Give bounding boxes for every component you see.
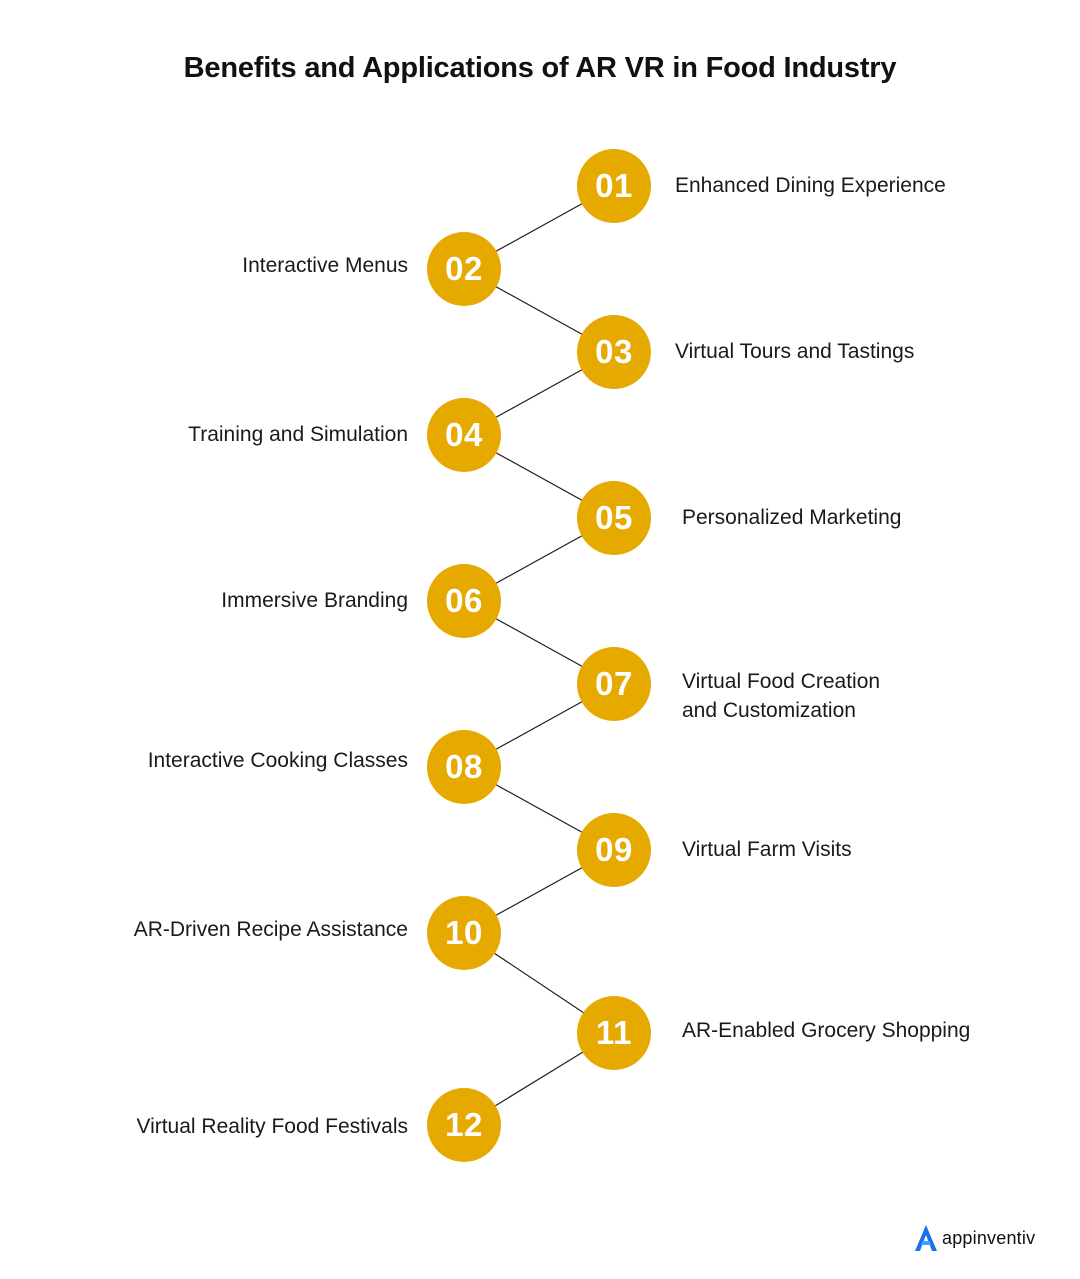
step-06-circle: 06 — [427, 564, 501, 638]
step-12-label: Virtual Reality Food Festivals — [136, 1115, 408, 1138]
step-04-circle: 04 — [427, 398, 501, 472]
step-02-circle: 02 — [427, 232, 501, 306]
step-09-label: Virtual Farm Visits — [682, 838, 852, 861]
step-02-label: Interactive Menus — [242, 254, 408, 277]
page-title: Benefits and Applications of AR VR in Fo… — [183, 52, 897, 84]
step-04-label: Training and Simulation — [188, 423, 408, 446]
brand-logo: appinventiv — [913, 1223, 1035, 1253]
step-03-label: Virtual Tours and Tastings — [675, 340, 915, 363]
step-08-circle: 08 — [427, 730, 501, 804]
brand-logo-text: appinventiv — [942, 1227, 1036, 1248]
step-09-circle: 09 — [577, 813, 651, 887]
step-07-label: Virtual Food Creation and Customization — [682, 670, 881, 722]
step-11-label: AR-Enabled Grocery Shopping — [682, 1019, 971, 1042]
step-12-circle: 12 — [427, 1088, 501, 1162]
step-10-circle: 10 — [427, 896, 501, 970]
step-06-label: Immersive Branding — [221, 589, 408, 612]
step-10-label: AR-Driven Recipe Assistance — [133, 918, 408, 941]
step-03-circle: 03 — [577, 315, 651, 389]
step-11-circle: 11 — [577, 996, 651, 1070]
step-05-circle: 05 — [577, 481, 651, 555]
step-08-label: Interactive Cooking Classes — [147, 749, 408, 772]
step-07-circle: 07 — [577, 647, 651, 721]
step-01-circle: 01 — [577, 149, 651, 223]
step-05-label: Personalized Marketing — [682, 506, 902, 529]
appinventiv-logo-icon — [915, 1225, 937, 1251]
step-01-label: Enhanced Dining Experience — [675, 174, 946, 197]
